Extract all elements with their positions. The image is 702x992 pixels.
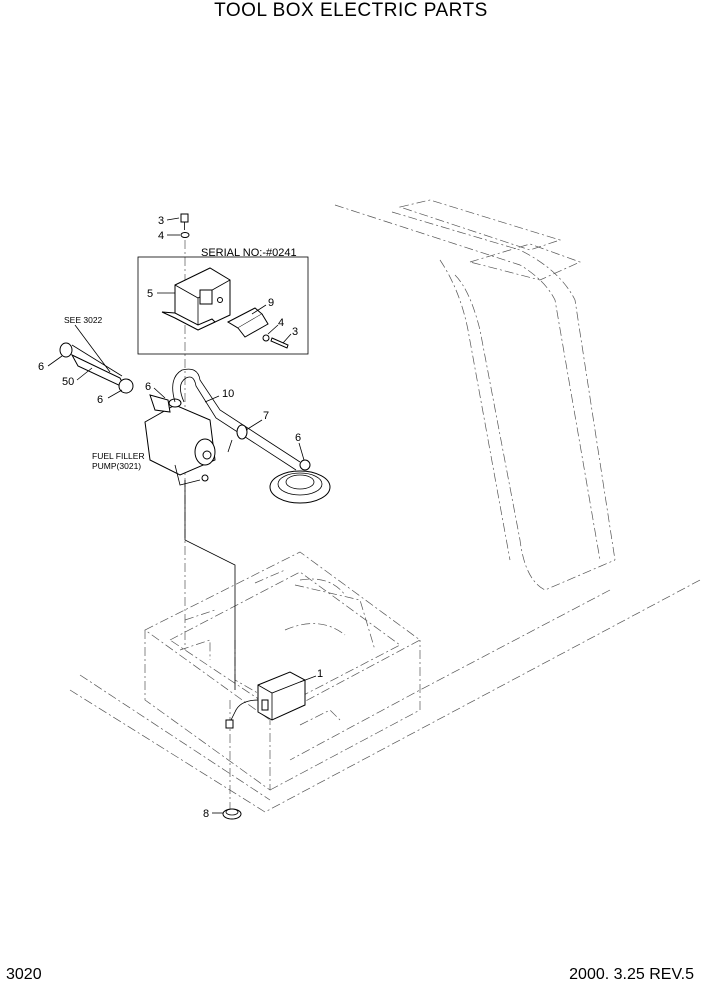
hose-main xyxy=(172,368,301,471)
callout-6-coil: 6 xyxy=(295,432,301,444)
callout-4-top: 4 xyxy=(158,230,164,242)
page-number: 3020 xyxy=(6,966,42,983)
callout-1: 1 xyxy=(317,668,323,680)
serial-frame xyxy=(137,256,309,355)
bolt-top xyxy=(180,213,190,238)
revision-date: 2000. 3.25 REV.5 xyxy=(569,966,694,983)
fuel-filler-label-line2: PUMP(3021) xyxy=(92,461,141,471)
diagram-title: TOOL BOX ELECTRIC PARTS xyxy=(214,0,488,21)
callout-50: 50 xyxy=(62,376,74,388)
callout-6-pump: 6 xyxy=(145,381,151,393)
callout-3-top: 3 xyxy=(158,215,164,227)
callout-8: 8 xyxy=(203,808,209,820)
fuel-pump xyxy=(144,394,216,486)
callout-6-left: 6 xyxy=(38,361,44,373)
callout-9: 9 xyxy=(268,297,274,309)
callout-5: 5 xyxy=(147,288,153,300)
callout-4-right: 4 xyxy=(278,317,284,329)
callout-leaders xyxy=(47,217,317,814)
bolt-right xyxy=(262,334,289,349)
work-lamp xyxy=(225,671,306,729)
callout-6-lower: 6 xyxy=(97,394,103,406)
grommet xyxy=(222,808,242,820)
see-3022-note: SEE 3022 xyxy=(64,315,103,325)
hose-assembly xyxy=(59,324,134,394)
tool-box xyxy=(144,551,421,791)
callout-10: 10 xyxy=(222,388,234,400)
callout-3-right: 3 xyxy=(292,326,298,338)
bracket xyxy=(226,307,269,338)
fuel-filler-label-line1: FUEL FILLER xyxy=(92,451,145,461)
hose-coil xyxy=(269,459,331,504)
callout-7: 7 xyxy=(263,410,269,422)
serial-note: SERIAL NO:-#0241 xyxy=(201,247,297,259)
relay-box xyxy=(161,267,231,331)
cab-outline xyxy=(69,199,701,813)
